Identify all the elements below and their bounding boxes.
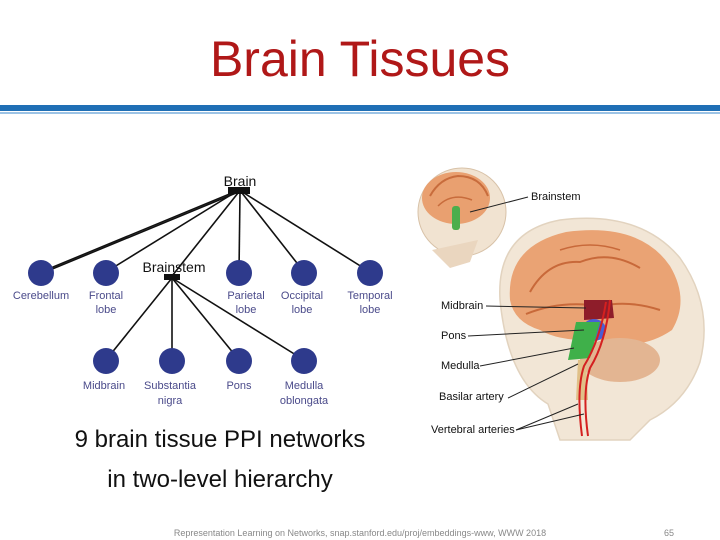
- label-anatomy-brainstem: Brainstem: [531, 191, 581, 203]
- label-temporal-1: Temporal: [347, 290, 392, 302]
- node-occipital-lobe: [291, 260, 317, 286]
- label-medulla-2: oblongata: [280, 395, 329, 407]
- edge-brainstem-pons: [171, 277, 240, 361]
- slide-footer: Representation Learning on Networks, sna…: [173, 528, 547, 538]
- slide-title: Brain Tissues: [209, 31, 511, 87]
- edge-brain-cerebellum-2: [44, 192, 237, 273]
- small-head-illustration: [417, 167, 507, 268]
- label-medulla-1: Medulla: [285, 380, 324, 392]
- root-hub: [228, 187, 250, 194]
- caption-line-2: in two-level hierarchy: [107, 466, 333, 493]
- label-anatomy-midbrain: Midbrain: [441, 300, 483, 312]
- edge-brainstem-medulla: [171, 277, 305, 361]
- label-anatomy-medulla: Medulla: [441, 360, 480, 372]
- edge-brain-temporal: [243, 192, 371, 273]
- edge-brain-occipital: [241, 192, 305, 273]
- label-anatomy-basilar: Basilar artery: [439, 391, 504, 403]
- tree-edges: [40, 192, 371, 361]
- node-pons: [226, 348, 252, 374]
- label-pons: Pons: [226, 380, 252, 392]
- label-parietal-1: Parietal: [227, 290, 264, 302]
- label-anatomy-vertebral: Vertebral arteries: [431, 424, 515, 436]
- edge-brain-frontal: [105, 192, 235, 273]
- brainstem-hub: [164, 274, 180, 280]
- label-anatomy-pons: Pons: [441, 330, 467, 342]
- label-brainstem: Brainstem: [142, 259, 205, 275]
- level2-nodes: [93, 348, 317, 374]
- node-medulla-oblongata: [291, 348, 317, 374]
- edge-brain-parietal: [238, 192, 241, 273]
- edge-brainstem-midbrain: [105, 277, 173, 361]
- node-parietal-lobe: [226, 260, 252, 286]
- node-cerebellum: [28, 260, 54, 286]
- brainstem-leader-line: [469, 196, 529, 213]
- label-substantia-1: Substantia: [144, 380, 197, 392]
- label-cerebellum: Cerebellum: [13, 290, 69, 302]
- title-divider-accent: [0, 112, 720, 114]
- vertebral-artery-path: [584, 299, 611, 437]
- node-frontal-lobe: [93, 260, 119, 286]
- anatomy-leader-lines: [467, 305, 587, 431]
- node-midbrain: [93, 348, 119, 374]
- label-frontal-2: lobe: [96, 304, 117, 316]
- page-number: 65: [664, 528, 675, 538]
- large-head-illustration: [499, 217, 705, 441]
- label-occipital-1: Occipital: [281, 290, 323, 302]
- edge-brain-brainstem: [171, 192, 239, 277]
- title-divider: [0, 105, 720, 111]
- edge-brain-cerebellum: [40, 192, 233, 273]
- label-substantia-2: nigra: [158, 395, 183, 407]
- label-midbrain: Midbrain: [83, 380, 125, 392]
- small-brainstem-highlight: [452, 206, 460, 230]
- label-root: Brain: [224, 173, 257, 189]
- basilar-artery-path: [578, 301, 607, 437]
- caption-line-1: 9 brain tissue PPI networks: [74, 426, 366, 453]
- node-temporal-lobe: [357, 260, 383, 286]
- label-parietal-2: lobe: [236, 304, 257, 316]
- label-occipital-2: lobe: [292, 304, 313, 316]
- label-temporal-2: lobe: [360, 304, 381, 316]
- label-frontal-1: Frontal: [89, 290, 123, 302]
- level1-nodes: [28, 260, 383, 286]
- node-substantia-nigra: [159, 348, 185, 374]
